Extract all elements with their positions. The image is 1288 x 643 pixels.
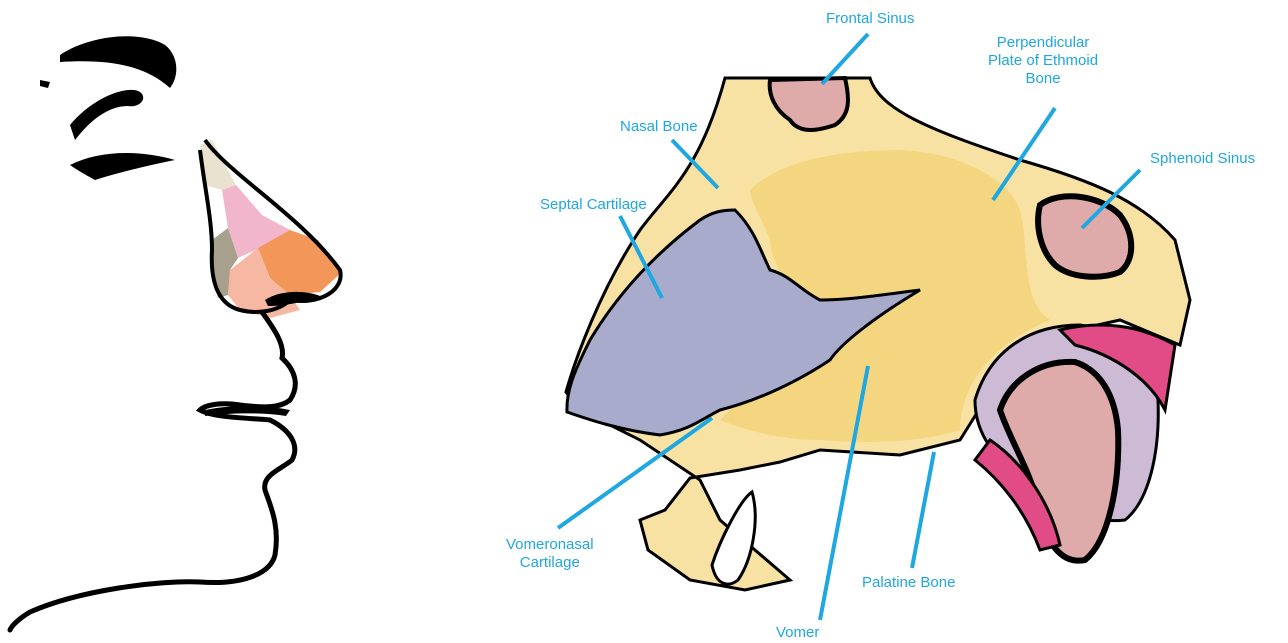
perpendicular-plate-label-line1: Perpendicular xyxy=(988,34,1098,52)
perpendicular-plate-label-line3: Bone xyxy=(988,70,1098,88)
septal-cartilage-leader xyxy=(620,216,662,298)
vomeronasal-cartilage-leader xyxy=(558,418,712,528)
vomer-leader xyxy=(820,366,868,620)
frontal-sinus-leader xyxy=(822,34,868,84)
palatine-bone-leader xyxy=(912,452,934,568)
sphenoid-sinus-leader xyxy=(1082,170,1140,228)
nasal-bone-label: Nasal Bone xyxy=(620,118,698,136)
frontal-sinus-label: Frontal Sinus xyxy=(826,10,914,28)
vomeronasal-label-line1: Vomeronasal xyxy=(506,536,594,554)
perpendicular-plate-leader xyxy=(993,108,1055,200)
palatine-bone-label: Palatine Bone xyxy=(862,574,955,592)
perpendicular-plate-label-line2: Plate of Ethmoid xyxy=(988,52,1098,70)
nasal-bone-leader xyxy=(672,140,718,188)
vomer-label: Vomer xyxy=(776,624,819,642)
sphenoid-sinus-label: Sphenoid Sinus xyxy=(1150,150,1255,168)
perpendicular-plate-label: Perpendicular Plate of Ethmoid Bone xyxy=(988,34,1098,88)
vomeronasal-label-line2: Cartilage xyxy=(506,554,594,572)
septal-cartilage-label: Septal Cartilage xyxy=(540,196,647,214)
vomeronasal-cartilage-label: Vomeronasal Cartilage xyxy=(506,536,594,572)
